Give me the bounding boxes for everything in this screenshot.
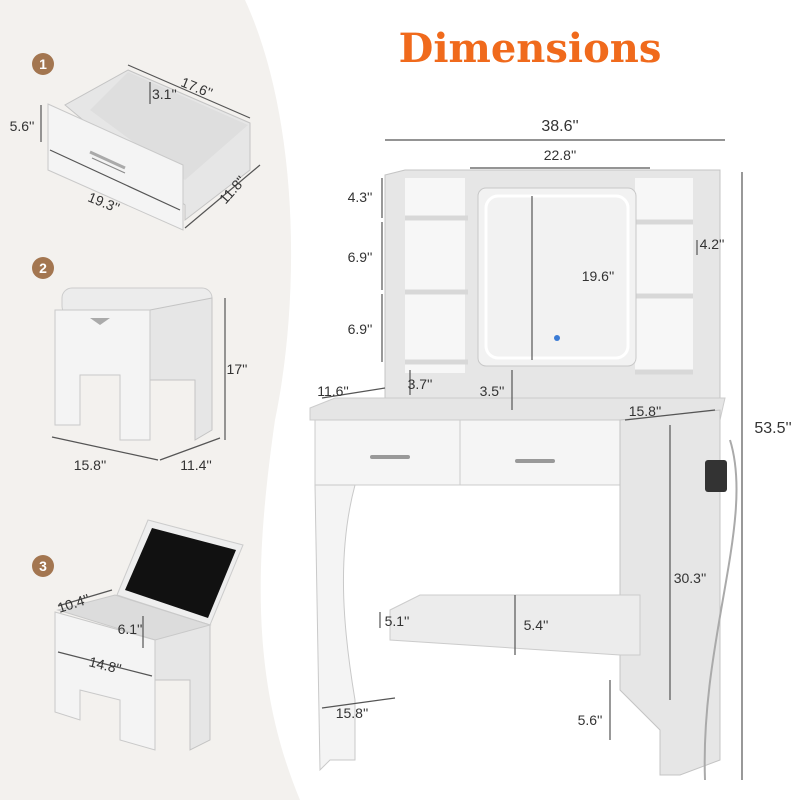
power-adapter-icon bbox=[705, 460, 727, 492]
badge-2: 2 bbox=[32, 257, 54, 279]
mirror-height-label: 19.6'' bbox=[582, 268, 615, 284]
drawer-height-label: 5.6'' bbox=[10, 118, 35, 134]
desk-depth-label: 15.8'' bbox=[629, 403, 662, 419]
side-shelf-label: 4.2'' bbox=[700, 236, 725, 252]
cubby-height-label: 3.7'' bbox=[408, 376, 433, 392]
middle-shelf-height-label: 6.9'' bbox=[348, 249, 373, 265]
base-depth-label: 15.8'' bbox=[336, 705, 369, 721]
svg-text:3: 3 bbox=[39, 558, 47, 574]
page-title: Dimensions bbox=[399, 25, 662, 72]
mirror-width-label: 22.8'' bbox=[544, 147, 577, 163]
bottom-shelf-gap-label: 5.4'' bbox=[524, 617, 549, 633]
storage-width-label: 14.8'' bbox=[87, 653, 122, 676]
svg-text:1: 1 bbox=[39, 56, 47, 72]
bottom-shelf-side-label: 5.1'' bbox=[385, 613, 410, 629]
storage-inner-height-label: 6.1'' bbox=[118, 621, 143, 637]
top-shelf-height-label: 4.3'' bbox=[348, 189, 373, 205]
leg-height-label: 30.3'' bbox=[674, 570, 707, 586]
vanity-total-width-label: 38.6'' bbox=[541, 118, 578, 135]
badge-1: 1 bbox=[32, 53, 54, 75]
storage-stool-illustration: 10.4'' 6.1'' 14.8'' bbox=[54, 519, 244, 751]
stool-height-label: 17'' bbox=[227, 361, 248, 377]
mirror-touch-sensor-icon bbox=[554, 335, 560, 341]
desk-side-label: 11.6'' bbox=[317, 383, 349, 399]
stool-width-label: 15.8'' bbox=[74, 457, 107, 473]
drawer-inner-depth-label: 3.1'' bbox=[152, 86, 177, 102]
vanity-illustration: 38.6'' 22.8'' 4.3'' 6.9'' 6.9'' 19.6'' 4… bbox=[309, 118, 792, 781]
badge-3: 3 bbox=[32, 555, 54, 577]
cubby-inner-label: 3.5'' bbox=[480, 383, 505, 399]
stool-illustration: 17'' 15.8'' 11.4'' bbox=[51, 287, 248, 473]
total-height-label: 53.5'' bbox=[754, 420, 791, 437]
floor-clearance-label: 5.6'' bbox=[578, 712, 603, 728]
stool-depth-label: 11.4'' bbox=[180, 457, 212, 473]
svg-text:2: 2 bbox=[39, 260, 47, 276]
lower-shelf-height-label: 6.9'' bbox=[348, 321, 373, 337]
